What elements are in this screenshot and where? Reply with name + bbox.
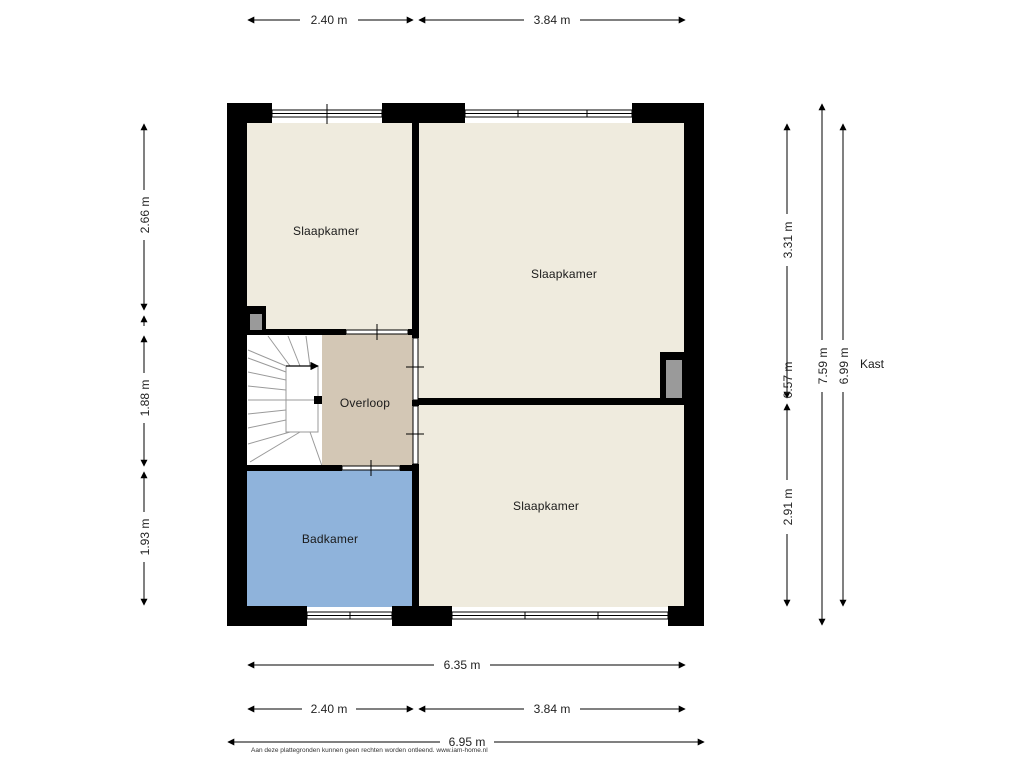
bedroom-bottom-right-floor [418, 403, 685, 607]
bedroom-top-left-floor [246, 123, 414, 331]
bedroom-top-right-floor [418, 123, 685, 401]
dim-right-total-outer: 7.59 m [816, 348, 830, 385]
room-label-bedroom-top-right: Slaapkamer [531, 267, 597, 281]
dim-right-total-inner: 6.99 m [837, 348, 851, 385]
room-label-bedroom-bottom-right: Slaapkamer [513, 499, 579, 513]
dim-left-top: 2.66 m [138, 197, 152, 234]
room-label-landing: Overloop [340, 396, 390, 410]
dim-left-bottom: 1.93 m [138, 519, 152, 556]
walls [227, 103, 704, 626]
room-label-bathroom: Badkamer [302, 532, 358, 546]
dim-top-right: 3.84 m [534, 13, 571, 27]
disclaimer: Aan deze plattegronden kunnen geen recht… [251, 747, 488, 754]
closet-small [246, 306, 266, 331]
dim-bottom-left: 2.40 m [311, 702, 348, 716]
landing-floor [322, 334, 414, 468]
dim-bottom-outer-total: 6.95 m [449, 735, 486, 749]
dimension-lines [140, 16, 847, 746]
dim-left-middle: 1.88 m [138, 380, 152, 417]
dim-right-top: 3.31 m [781, 222, 795, 259]
dim-top-left: 2.40 m [311, 13, 348, 27]
door-openings [341, 324, 424, 476]
dim-right-middle: 0.57 m [781, 362, 795, 399]
dim-bottom-right: 3.84 m [534, 702, 571, 716]
closet-label: Kast [860, 357, 885, 371]
closet-kast [660, 352, 686, 400]
staircase [247, 335, 323, 467]
room-label-bedroom-top-left: Slaapkamer [293, 224, 359, 238]
dim-bottom-inner-total: 6.35 m [444, 658, 481, 672]
stair-newel-post [314, 396, 322, 404]
windows [271, 104, 669, 620]
dim-right-bottom: 2.91 m [781, 489, 795, 526]
bathroom-floor [246, 470, 414, 607]
